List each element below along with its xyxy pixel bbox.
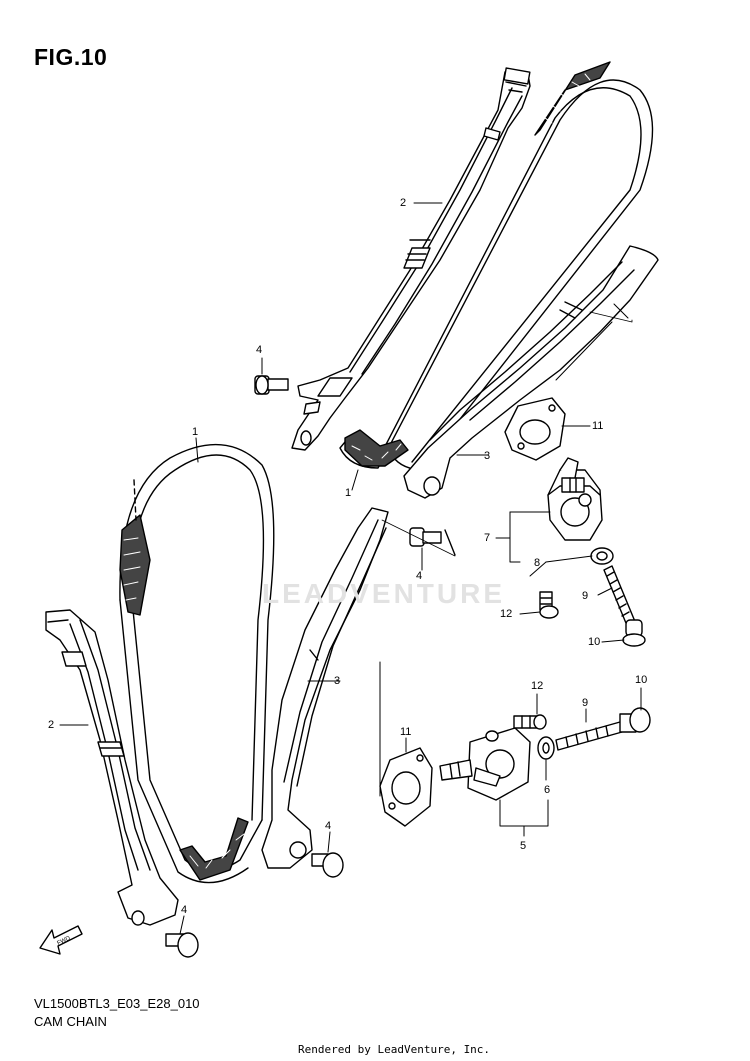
bolt-4-mid (410, 528, 455, 555)
callout-8[interactable]: 8 (534, 557, 541, 569)
callout-9-bot[interactable]: 9 (582, 697, 589, 709)
callout-2-left[interactable]: 2 (48, 719, 55, 731)
callout-12-top[interactable]: 12 (500, 608, 513, 620)
bolt-12-top (540, 592, 558, 618)
callout-3-mid[interactable]: 3 (334, 675, 341, 687)
callout-5[interactable]: 5 (520, 840, 527, 852)
bolt-4-top (255, 376, 288, 394)
bolt-10-top (623, 620, 645, 646)
watermark: LEADVENTURE (262, 578, 506, 609)
tensioner-arm-lower (262, 508, 388, 868)
tensioner-7-top (548, 458, 602, 540)
washer-6 (538, 737, 554, 759)
cam-chain-lower (120, 445, 274, 883)
callout-4-top[interactable]: 4 (256, 344, 263, 356)
gasket-11-top (505, 398, 565, 460)
callout-1-left[interactable]: 1 (192, 426, 199, 438)
bolt-9-bot (556, 722, 622, 750)
render-credit: Rendered by LeadVenture, Inc. (298, 1043, 491, 1056)
callout-4-mid[interactable]: 4 (416, 570, 423, 582)
cam-chain-upper (340, 62, 653, 470)
bolt-4-low (312, 853, 343, 877)
diagram-code: VL1500BTL3_E03_E28_010 (34, 996, 200, 1011)
bolt-9-top (604, 566, 636, 628)
chain-guide-lower (46, 610, 178, 925)
tensioner-arm-upper (404, 246, 658, 498)
callout-3-top[interactable]: 3 (484, 450, 491, 462)
callout-12-bot[interactable]: 12 (531, 680, 544, 692)
callout-10-top[interactable]: 10 (588, 636, 601, 648)
bolt-12-bot (514, 715, 546, 729)
figure-title: FIG.10 (34, 44, 108, 70)
callout-10-bot[interactable]: 10 (635, 674, 648, 686)
bolt-10-bot (620, 708, 650, 732)
callout-4-bot[interactable]: 4 (181, 904, 188, 916)
callout-1-top[interactable]: 1 (345, 487, 352, 499)
callout-9-top[interactable]: 9 (582, 590, 589, 602)
svg-text:FWD: FWD (56, 935, 72, 946)
callout-2-top[interactable]: 2 (400, 197, 407, 209)
callout-11-top[interactable]: 11 (592, 420, 604, 432)
chain-guide-upper (292, 68, 530, 450)
callout-4-low[interactable]: 4 (325, 820, 332, 832)
gasket-11-bot (380, 748, 432, 826)
callout-6[interactable]: 6 (544, 784, 551, 796)
washer-8 (591, 548, 613, 564)
bolt-4-bot (166, 933, 198, 957)
fwd-arrow-icon: FWD (40, 926, 82, 954)
leader-lines (60, 203, 641, 934)
tensioner-5-bot (440, 728, 530, 800)
diagram-caption: CAM CHAIN (34, 1014, 107, 1029)
callout-7[interactable]: 7 (484, 532, 491, 544)
callout-11-bot[interactable]: 11 (400, 726, 412, 738)
